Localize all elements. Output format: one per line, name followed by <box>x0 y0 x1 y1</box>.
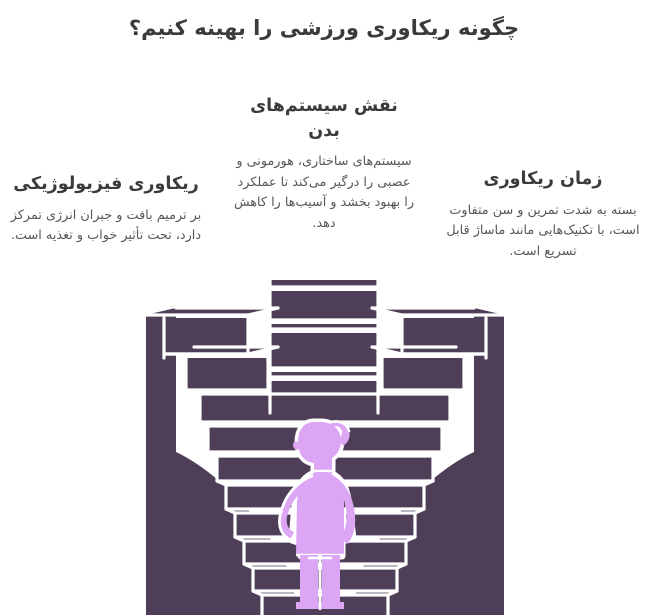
figure-torso <box>296 472 344 555</box>
info-block-body: بر ترمیم بافت و جبران انرژی تمرکز دارد، … <box>10 207 202 244</box>
info-block-recovery-time: زمان ریکاوری بسته به شدت تمرین و سن متفا… <box>446 167 640 263</box>
center-top-slab-1 <box>270 291 378 320</box>
figure-hip-arm <box>278 475 312 540</box>
tier2-left-top <box>146 308 278 315</box>
stairs-structure <box>144 278 506 615</box>
figure-leg-far <box>322 555 340 605</box>
tier3-right-slab <box>382 358 464 390</box>
figure-foot-right <box>319 602 344 609</box>
info-block-heading: نقش سیستم‌های بدن <box>250 96 398 141</box>
figure-hand-on-head <box>331 420 350 446</box>
step-1 <box>200 394 450 422</box>
info-block-body: سیستم‌های ساختاری، هورمونی و عصبی را درگ… <box>233 154 415 232</box>
info-block-physiological-recovery: ریکاوری فیزیولوژیکی بر ترمیم بافت و جبرا… <box>8 172 204 247</box>
thinking-person-figure <box>278 418 357 611</box>
figure-head <box>298 422 341 470</box>
figure-leg-near <box>300 555 318 605</box>
tier2-right-top <box>372 308 504 315</box>
tier3-left-slab <box>186 358 268 390</box>
figure-ear <box>293 441 299 450</box>
figure-foot-left <box>296 602 321 609</box>
info-block-heading: زمان ریکاوری <box>483 169 603 189</box>
info-block-body: بسته به شدت تمرین و سن متفاوت است، با تک… <box>446 202 640 259</box>
figure-hip-arm-outline <box>278 474 314 542</box>
illustration-stepped-stairs <box>118 272 532 615</box>
info-block-body-systems-role: نقش سیستم‌های بدن سیستم‌های ساختاری، هور… <box>233 94 415 235</box>
center-top-slab-2 <box>270 333 378 368</box>
center-top-slab-3 <box>270 372 378 377</box>
figure-raised-arm <box>327 473 356 544</box>
figure-hand-outline <box>330 420 351 433</box>
page-title: چگونه ریکاوری ورزشی را بهینه کنیم؟ <box>128 16 520 40</box>
center-top-separator <box>270 324 378 329</box>
figure-neck <box>314 463 332 474</box>
info-block-heading: ریکاوری فیزیولوژیکی <box>13 174 199 194</box>
center-top-cap <box>270 280 378 287</box>
